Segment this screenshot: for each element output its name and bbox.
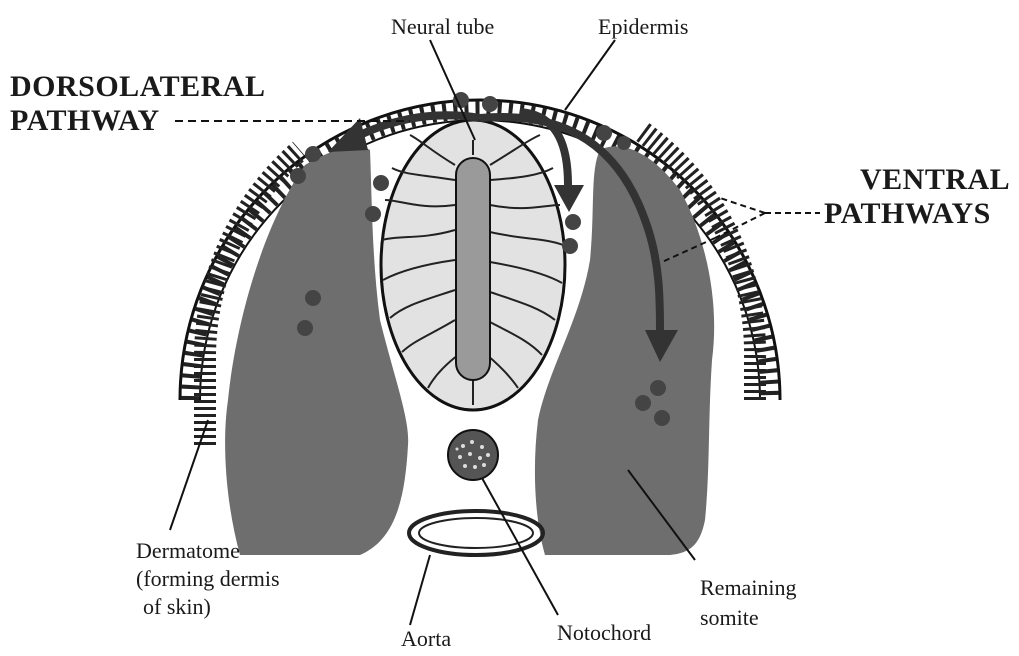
- label-aorta: Aorta: [401, 626, 451, 652]
- notochord: [448, 430, 498, 480]
- leader-dermatome: [170, 420, 208, 530]
- label-remaining-line2: somite: [700, 605, 759, 631]
- label-remaining-line1: Remaining: [700, 575, 797, 601]
- somite-right: [535, 146, 714, 555]
- label-epidermis: Epidermis: [598, 14, 688, 40]
- leader-aorta: [410, 555, 430, 625]
- neural-tube: [381, 120, 565, 410]
- leader-epidermis: [565, 40, 615, 110]
- neural-canal: [456, 158, 490, 380]
- label-dorsolateral-line1: DORSOLATERAL: [10, 70, 266, 104]
- label-dermatome-line1: Dermatome: [136, 538, 240, 564]
- label-ventral-line1: VENTRAL: [860, 163, 1010, 197]
- label-ventral-line2: PATHWAYS: [824, 197, 991, 231]
- label-neural-tube: Neural tube: [391, 14, 494, 40]
- label-dermatome-line2: (forming dermis: [136, 566, 280, 592]
- label-dorsolateral-line2: PATHWAY: [10, 104, 160, 138]
- label-notochord: Notochord: [557, 620, 651, 646]
- aorta: [409, 511, 543, 555]
- label-dermatome-line3: of skin): [143, 594, 211, 620]
